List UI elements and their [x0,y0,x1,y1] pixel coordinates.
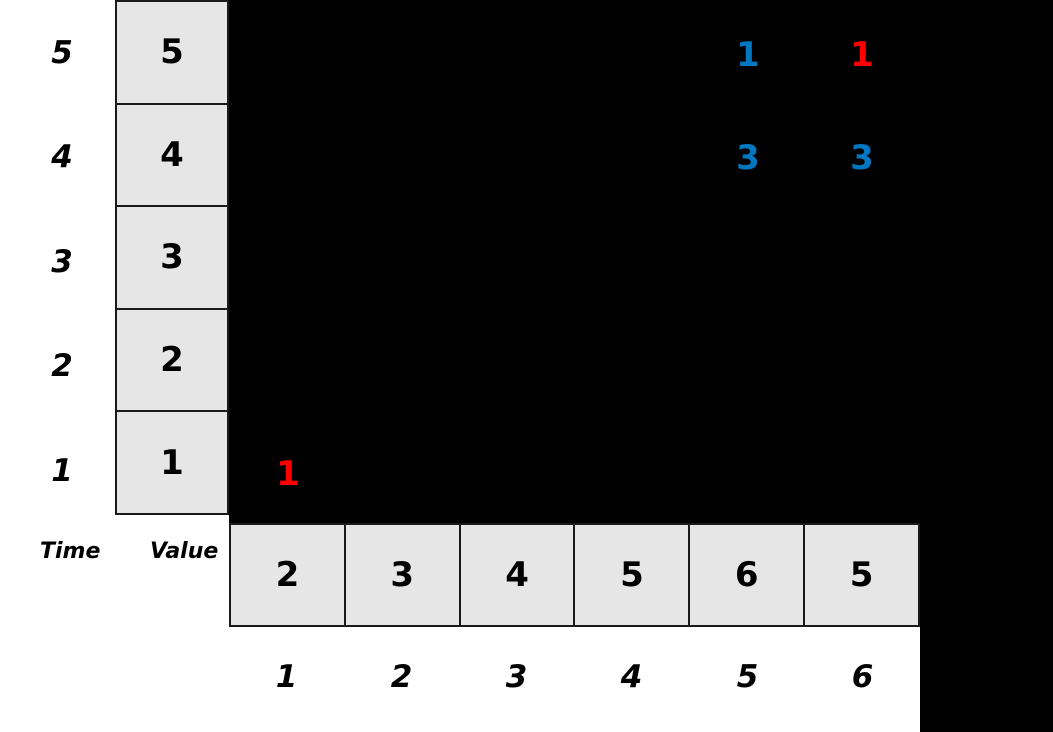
index-axis-tick-4: 4 [620,659,643,695]
time-cell[interactable]: 5 [803,523,920,627]
time-cell-label: 3 [390,555,415,595]
time-cell-label: 5 [849,555,874,595]
value-cell-label: 5 [160,32,184,73]
time-cell[interactable]: 5 [573,523,691,627]
overlay-marker: 3 [736,138,760,178]
overlay-marker: 1 [850,35,874,75]
value-cell[interactable]: 1 [115,410,229,515]
time-cell[interactable]: 6 [688,523,806,627]
value-cell[interactable]: 3 [115,205,229,310]
value-cell-label: 4 [160,134,184,175]
overlay-marker: 3 [850,138,874,178]
index-axis-tick-2: 2 [390,659,413,695]
overlay-marker: 1 [736,35,760,75]
plot-background-right [920,523,1053,732]
time-axis-tick-3: 3 [51,244,73,280]
index-axis-tick-1: 1 [275,659,298,695]
value-cell-label: 2 [160,340,184,381]
value-cell[interactable]: 4 [115,102,229,208]
time-axis-label: Time [40,539,101,564]
time-cell-label: 5 [620,555,644,595]
value-cell-label: 1 [160,442,184,483]
time-axis-tick-4: 4 [51,139,73,175]
time-cell[interactable]: 2 [229,523,346,627]
index-axis-tick-6: 6 [851,659,874,695]
plot-background-main [229,0,1053,523]
value-axis-label: Value [150,539,219,564]
time-axis-tick-2: 2 [51,348,73,384]
time-row: 2 3 4 5 6 5 [229,523,920,627]
time-cell[interactable]: 3 [343,523,461,627]
index-axis-tick-3: 3 [505,659,528,695]
value-cell[interactable]: 2 [115,307,229,413]
time-cell-label: 6 [734,555,759,595]
index-axis-tick-5: 5 [736,659,759,695]
overlay-marker: 1 [276,454,300,494]
value-column: 5 4 3 2 1 [115,0,229,523]
value-cell[interactable]: 5 [115,0,229,105]
value-cell-label: 3 [160,237,184,278]
time-axis-tick-5: 5 [51,35,73,71]
time-cell-label: 2 [275,555,300,595]
time-cell[interactable]: 4 [458,523,576,627]
time-cell-label: 4 [505,555,529,595]
time-axis-tick-1: 1 [51,453,73,489]
